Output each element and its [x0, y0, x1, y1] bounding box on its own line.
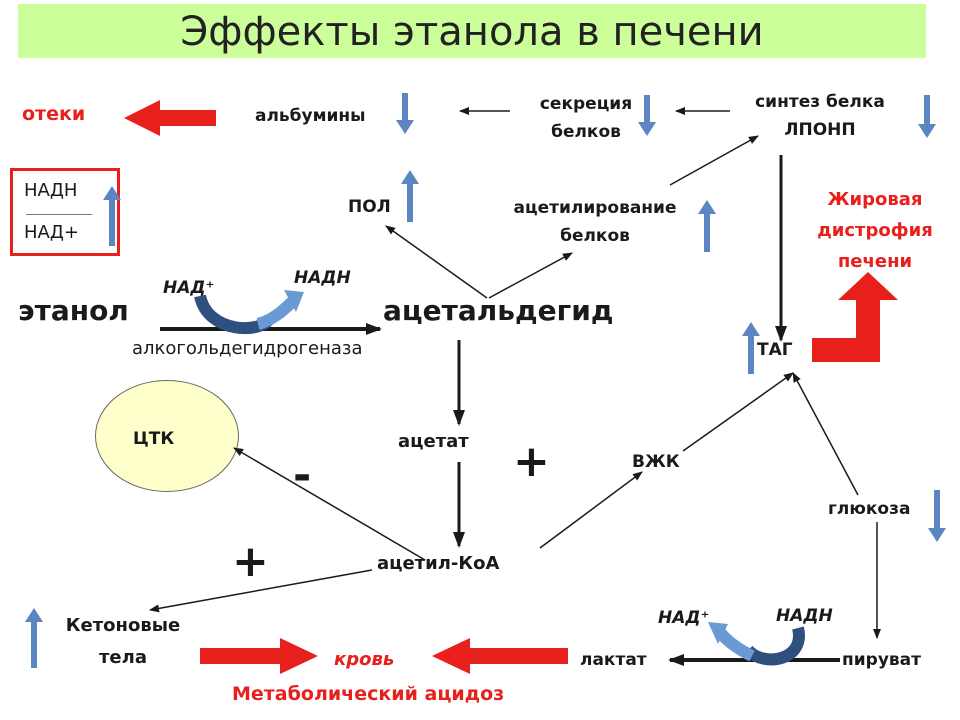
edema-left-arrow	[124, 100, 216, 136]
fatty-line3: печени	[837, 251, 913, 272]
protein-secretion-label: секреция белков	[536, 90, 636, 146]
arrow-glucose-to-tag	[792, 372, 859, 496]
blood-label: кровь	[334, 649, 395, 670]
ketone-bodies-label: Кетоновые тела	[48, 610, 198, 674]
pyruvate-label: пируват	[842, 650, 921, 670]
ketone-line1: Кетоновые	[65, 615, 181, 636]
glucose-label: глюкоза	[828, 499, 911, 519]
nadh-produce-head	[284, 290, 304, 312]
vldl-line2: ЛПОНП	[784, 120, 856, 140]
secretion-line1: секреция	[539, 94, 633, 114]
edema-label: отеки	[22, 103, 86, 125]
blood-right-arrow	[200, 638, 318, 674]
nadh-produce-curve	[256, 293, 301, 330]
nadh-consume-curve	[743, 626, 805, 666]
blue-arrows	[25, 93, 946, 668]
nadh-cofactor-label: НАДН	[294, 268, 351, 288]
nad-produce-head	[708, 622, 728, 644]
acetaldehyde-label: ацетальдегид	[383, 294, 614, 327]
acetate-label: ацетат	[398, 431, 469, 452]
nad-cofactor-label: НАД⁺	[163, 278, 215, 298]
fatty-line2: дистрофия	[817, 220, 933, 241]
protein-acetylation-label: ацетилирование белков	[500, 194, 690, 250]
vldl-down-arrow	[918, 95, 936, 138]
arrow-acetylcoa-to-tca	[233, 447, 426, 561]
ethanol-label: этанол	[18, 294, 129, 327]
nadh-numerator: НАДН	[24, 180, 78, 201]
nadh-ratio-box	[10, 168, 120, 256]
vldl-synthesis-label: синтез белка ЛПОНП	[745, 88, 895, 144]
arrow-acetylcoa-to-ffa	[539, 471, 643, 549]
arrow-ffa-to-tag	[682, 372, 794, 452]
fatty-liver-label: Жировая дистрофия печени	[800, 184, 950, 277]
acetylation-line1: ацетилирование	[513, 198, 677, 218]
ketone-up-arrow	[25, 608, 43, 668]
tag-up-arrow	[742, 322, 760, 374]
arrow-acetaldehyde-to-acetylation	[488, 252, 573, 299]
title-bar	[18, 4, 926, 58]
secretion-down-arrow	[638, 95, 656, 136]
nad-cofactor-label-2: НАД⁺	[658, 608, 710, 628]
acetyl-coa-label: ацетил-КоА	[377, 553, 500, 574]
ketone-line2: тела	[99, 647, 147, 668]
albumins-label: альбумины	[255, 106, 366, 126]
fatty-liver-up-arrow	[812, 272, 898, 362]
tca-label: ЦТК	[133, 429, 175, 449]
arrow-acetylcoa-to-ketones	[149, 569, 373, 613]
arrow-acetylation-to-vldl	[669, 135, 759, 186]
ratio-fraction-line	[26, 214, 92, 215]
tca-cycle-ellipse	[95, 380, 239, 492]
vldl-line1: синтез белка	[755, 92, 885, 112]
minus-sign: -	[293, 450, 312, 501]
plus-sign-tca: +	[232, 536, 269, 587]
nad-produce-curve	[715, 628, 755, 662]
metabolic-acidosis-label: Метаболический ацидоз	[232, 683, 505, 705]
page-title: Эффекты этанола в печени	[180, 9, 764, 55]
acetylation-line2: белков	[560, 226, 630, 246]
tag-label: ТАГ	[757, 340, 793, 360]
ffa-label: ВЖК	[632, 452, 680, 472]
secretion-line2: белков	[551, 122, 621, 142]
arrow-acetaldehyde-to-lpo	[385, 225, 488, 299]
nadh-cofactor-label-2: НАДН	[776, 606, 833, 626]
acetylation-up-arrow	[698, 200, 716, 252]
nadh-ratio-up-arrow	[103, 186, 121, 246]
lpo-up-arrow	[401, 170, 419, 222]
albumins-down-arrow	[396, 93, 414, 134]
glucose-down-arrow	[928, 490, 946, 542]
nad-denominator: НАД+	[24, 222, 79, 243]
plus-sign-ffa: +	[513, 436, 550, 487]
red-arrows	[124, 100, 898, 674]
enzyme-label: алкогольдегидрогеназа	[132, 338, 363, 359]
lactate-label: лактат	[580, 650, 647, 670]
fatty-line1: Жировая	[827, 189, 923, 210]
lpo-label: ПОЛ	[348, 197, 391, 217]
lactate-to-blood-arrow	[432, 638, 568, 674]
